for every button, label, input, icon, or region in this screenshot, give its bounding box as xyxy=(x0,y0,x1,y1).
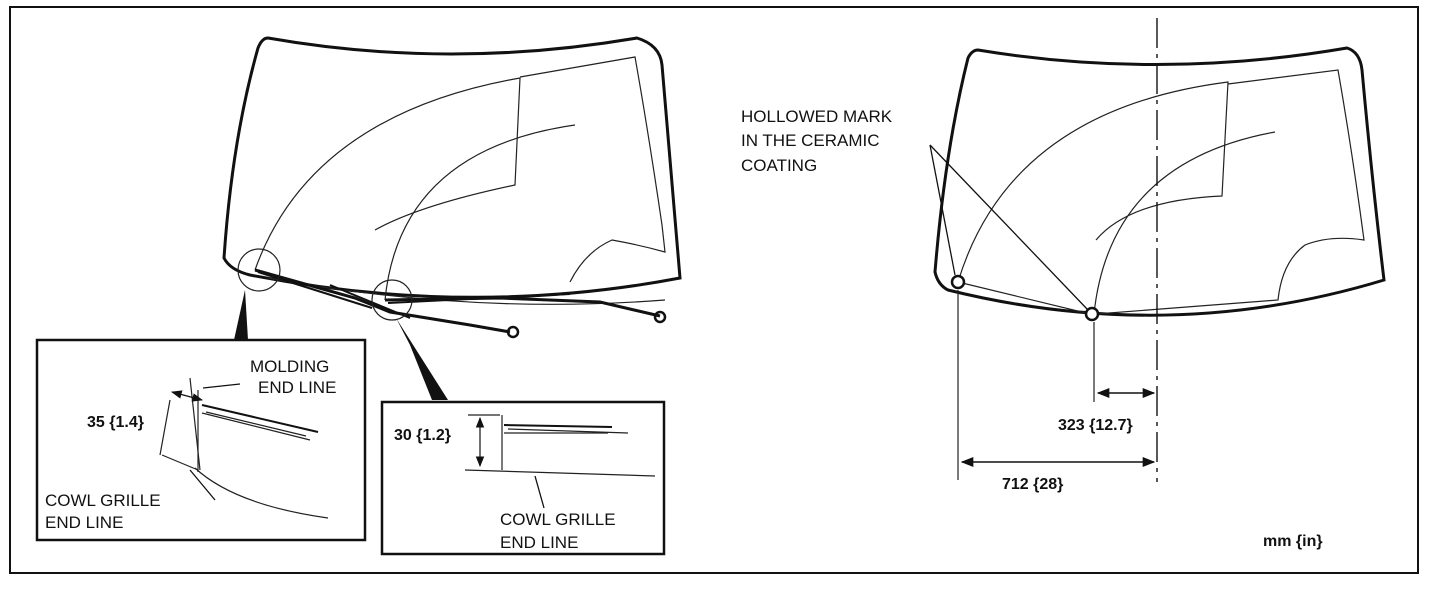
molding-end-line-label-line2: END LINE xyxy=(258,378,336,397)
units-label: mm {in} xyxy=(1263,533,1323,550)
leader-wedge-driver xyxy=(234,290,248,340)
molding-cowl-grille-label-line1: COWL GRILLE xyxy=(45,491,161,510)
molding-cowl-grille-label-line2: END LINE xyxy=(45,513,123,532)
dimension-323-label: 323 {12.7} xyxy=(1058,417,1133,434)
molding-detail-box xyxy=(35,338,367,542)
hollowed-mark-label-line3: COATING xyxy=(741,156,817,175)
wiper-arms xyxy=(254,268,667,339)
cowl-dimension-label: 30 {1.2} xyxy=(394,427,451,444)
hollowed-mark-passenger xyxy=(1084,306,1100,322)
hollowed-mark-label-line2: IN THE CERAMIC xyxy=(741,131,880,150)
driver-wipe-arc xyxy=(254,77,521,271)
cowl-grille-label-line2: END LINE xyxy=(500,533,578,552)
hollowed-mark-driver xyxy=(950,274,966,290)
right-windshield-view xyxy=(929,18,1386,482)
dimension-712-label: 712 {28} xyxy=(1002,476,1063,493)
left-windshield-outline xyxy=(222,36,682,299)
hollowed-mark-label-line1: HOLLOWED MARK xyxy=(741,107,893,126)
cowl-detail-box xyxy=(380,400,666,556)
leader-wedge-passenger xyxy=(396,318,448,400)
cowl-grille-label-line1: COWL GRILLE xyxy=(500,510,616,529)
right-driver-wipe-arc xyxy=(957,81,1229,283)
molding-dimension-label: 35 {1.4} xyxy=(87,414,144,431)
right-windshield-outline xyxy=(933,46,1386,317)
detail-circle-passenger xyxy=(371,279,413,321)
left-windshield-view xyxy=(222,36,682,400)
molding-end-line-label-line1: MOLDING xyxy=(250,357,329,376)
right-passenger-wipe-arc xyxy=(1093,131,1276,315)
left-windshield-inner-edge xyxy=(519,56,666,283)
right-windshield-inner-edge xyxy=(1095,69,1365,315)
detail-circle-driver xyxy=(237,248,281,292)
figure-border xyxy=(9,6,1419,574)
passenger-wipe-arc xyxy=(384,124,576,301)
